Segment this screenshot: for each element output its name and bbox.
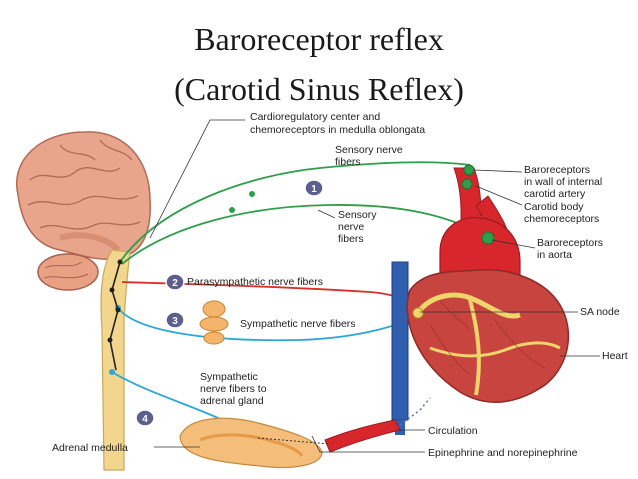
- heart-illustration: [391, 164, 570, 435]
- label-epinephrine: Epinephrine and norepinephrine: [428, 447, 578, 459]
- label-circulation: Circulation: [428, 425, 478, 437]
- sensory-pathway-upper: [119, 161, 471, 263]
- title-line-2: (Carotid Sinus Reflex): [174, 71, 464, 107]
- label-parasympathetic: Parasympathetic nerve fibers: [187, 276, 323, 288]
- label-sensory-nerve-lower: Sensory nerve fibers: [338, 209, 379, 245]
- label-baroreceptors-aorta: Baroreceptors in aorta: [537, 237, 606, 261]
- label-sensory-nerve-upper: Sensory nerve fibers: [335, 144, 406, 168]
- step-badge-4: 4: [135, 409, 155, 427]
- label-adrenal-medulla: Adrenal medulla: [52, 442, 128, 454]
- adrenal-gland: [179, 417, 323, 469]
- brain-illustration: [16, 131, 151, 471]
- label-sympathetic-adrenal: Sympathetic nerve fibers to adrenal glan…: [200, 371, 269, 407]
- step-badge-3: 3: [165, 311, 185, 329]
- label-heart: Heart: [602, 350, 628, 362]
- label-sa-node: SA node: [580, 306, 620, 318]
- label-sympathetic: Sympathetic nerve fibers: [240, 318, 356, 330]
- sympathetic-ganglion: [199, 300, 229, 345]
- svg-text:3: 3: [172, 316, 178, 327]
- title-line-1: Baroreceptor reflex: [194, 21, 444, 57]
- label-baroreceptors-carotid: Baroreceptors in wall of internal caroti…: [524, 164, 605, 200]
- label-carotid-body: Carotid body chemoreceptors: [524, 201, 599, 225]
- step-badge-1: 1: [304, 179, 324, 197]
- sensory-pathway-lower: [121, 204, 489, 265]
- svg-text:2: 2: [172, 278, 178, 289]
- svg-text:4: 4: [142, 414, 148, 425]
- step-badge-2: 2: [165, 273, 185, 291]
- leader-lines: [149, 119, 600, 453]
- svg-text:1: 1: [311, 184, 317, 195]
- interneuron-chain: [107, 259, 123, 371]
- label-cardioregulatory-center: Cardioregulatory center and chemorecepto…: [250, 111, 425, 136]
